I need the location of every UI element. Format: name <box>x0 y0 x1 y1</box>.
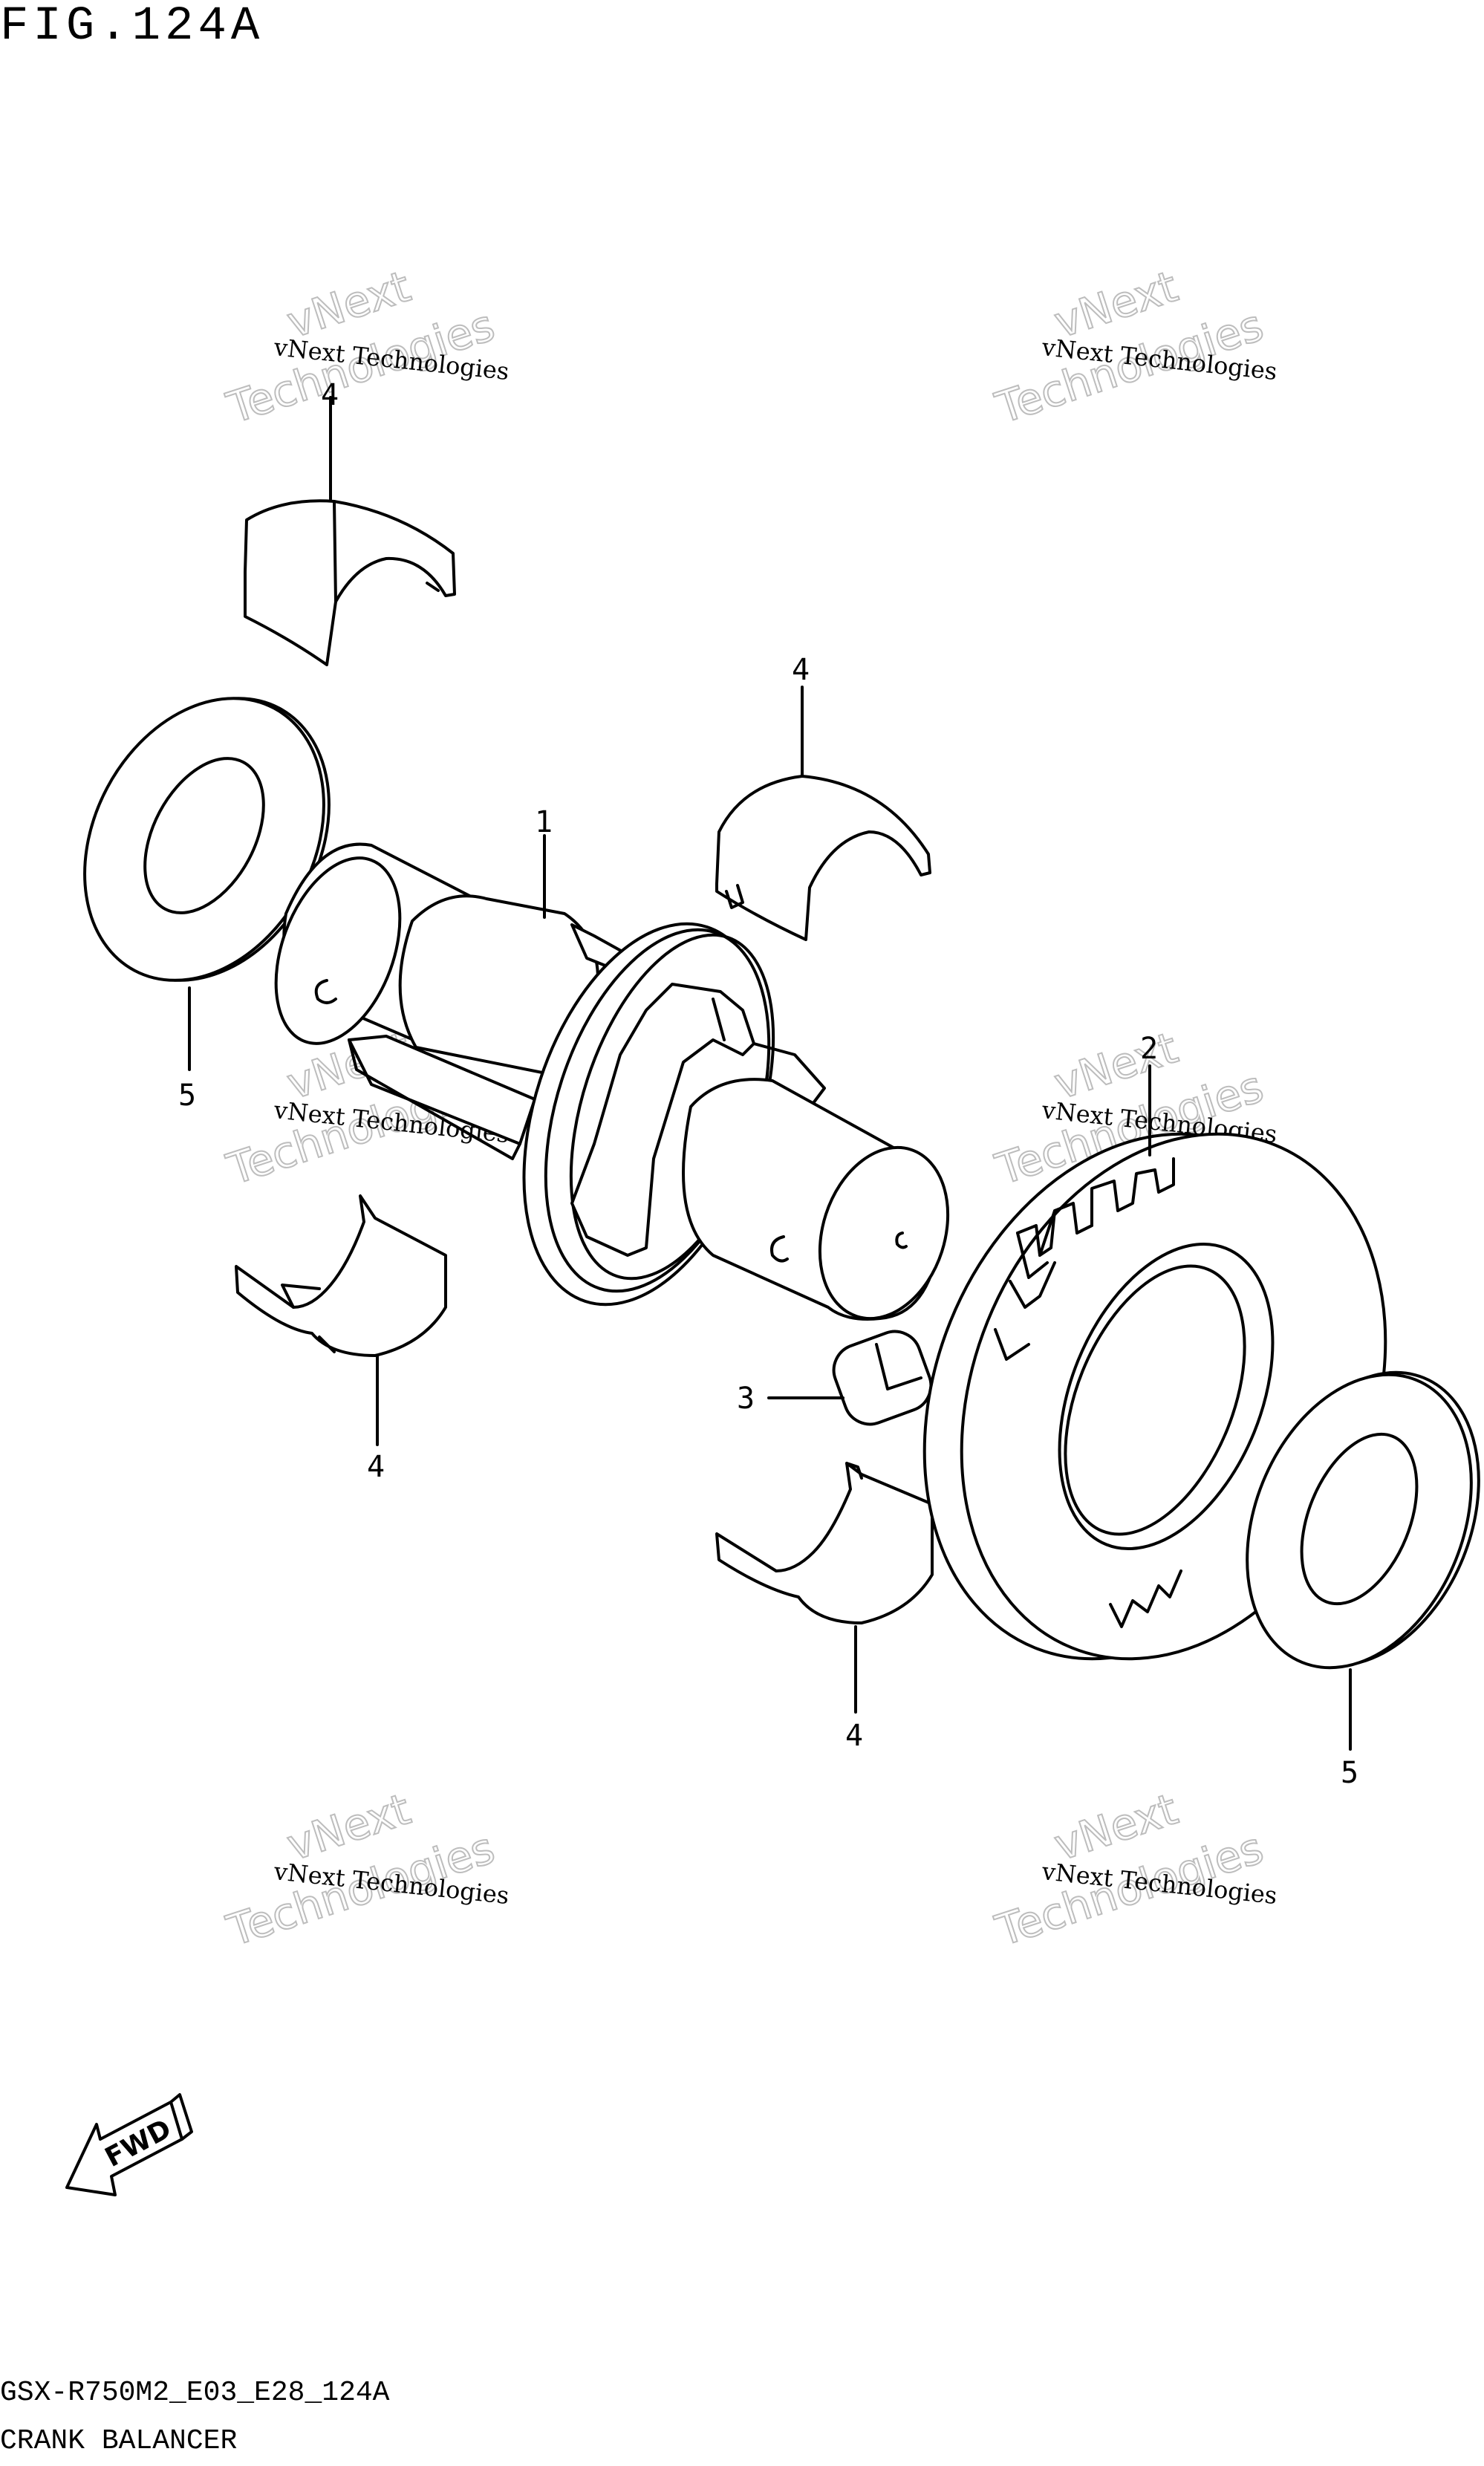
watermark-bottom-right: vNext Technologies vNext Technologies <box>989 1783 1278 1956</box>
callout-1: 1 <box>535 805 553 839</box>
callout-5a: 5 <box>178 1079 196 1113</box>
thrust-washer-left <box>83 697 331 982</box>
watermark-bottom-left: vNext Technologies vNext Technologies <box>220 1783 510 1956</box>
bearing-shell-lower-left <box>235 1194 447 1357</box>
section-name: CRANK BALANCER <box>0 2425 238 2457</box>
watermark-top-right: vNext Technologies vNext Technologies <box>989 260 1278 434</box>
figure-title: FIG.124A <box>0 0 264 53</box>
bearing-shell-lower-middle <box>715 1462 934 1624</box>
callout-2: 2 <box>1140 1032 1158 1066</box>
callout-3: 3 <box>737 1382 755 1416</box>
callout-4c: 4 <box>367 1450 385 1484</box>
watermark-top-left: vNext Technologies vNext Technologies <box>220 260 510 434</box>
fwd-arrow-icon: FWD <box>65 2093 193 2196</box>
bearing-shell-top-left <box>244 499 456 666</box>
balancer-shaft <box>274 842 950 1321</box>
callout-4d: 4 <box>845 1719 863 1753</box>
callout-4b: 4 <box>792 653 810 687</box>
callout-5b: 5 <box>1341 1756 1358 1790</box>
thrust-washer-right <box>1246 1370 1480 1670</box>
woodruff-key <box>832 1330 933 1426</box>
model-code: GSX-R750M2_E03_E28_124A <box>0 2377 390 2409</box>
callout-4a: 4 <box>321 378 339 412</box>
bearing-shell-top-middle <box>715 775 931 941</box>
